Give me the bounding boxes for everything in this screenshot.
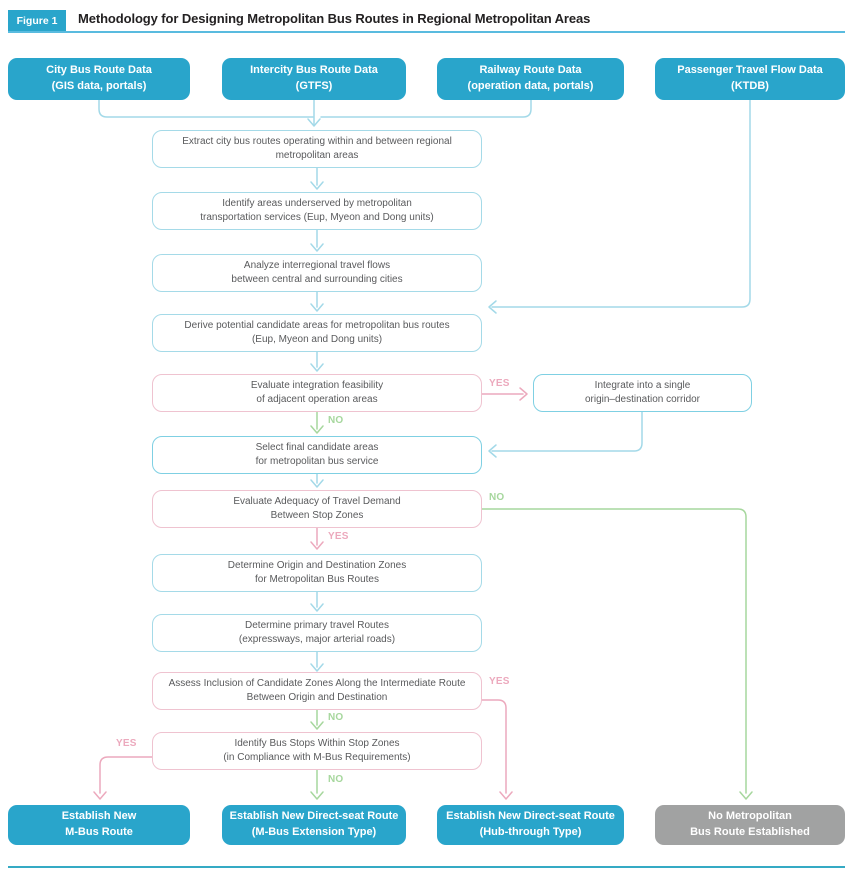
label-yes-integration: YES xyxy=(489,378,510,389)
step-analyze-travel-flows: Analyze interregional travel flows betwe… xyxy=(152,254,482,292)
label-no-demand: NO xyxy=(489,492,505,503)
step-select-final-candidate-areas: Select final candidate areas for metropo… xyxy=(152,436,482,474)
arrow-into-evalintegration xyxy=(310,363,324,372)
source-city-bus-route-data: City Bus Route Data (GIS data, portals) xyxy=(8,58,190,100)
arrow-no-into-extension xyxy=(310,791,324,800)
arrow-no-into-select xyxy=(310,425,324,434)
outcome-no-route-established: No Metropolitan Bus Route Established xyxy=(655,805,845,845)
label-yes-stops: YES xyxy=(116,738,137,749)
label-yes-demand: YES xyxy=(328,531,349,542)
header-rule xyxy=(8,31,845,33)
arrow-yes-into-od xyxy=(310,541,324,550)
figure-title: Methodology for Designing Metropolitan B… xyxy=(78,11,591,26)
label-yes-assess: YES xyxy=(489,676,510,687)
connector-yes-stops-elbow xyxy=(99,756,153,794)
step-integrate-corridor: Integrate into a single origin–destinati… xyxy=(533,374,752,412)
arrow-integrate-into-select xyxy=(488,444,497,458)
connector-integrate-select xyxy=(491,411,643,452)
arrow-into-analyze xyxy=(310,243,324,252)
decision-assess-intermediate-zones: Assess Inclusion of Candidate Zones Alon… xyxy=(152,672,482,710)
footer-rule xyxy=(8,866,845,868)
source-intercity-bus-route-data: Intercity Bus Route Data (GTFS) xyxy=(222,58,406,100)
label-no-integration: NO xyxy=(328,415,344,426)
arrow-no-into-stops xyxy=(310,721,324,730)
arrow-yes-into-hubthrough xyxy=(499,791,513,800)
arrow-into-evaldemand xyxy=(310,479,324,488)
outcome-direct-seat-mbus-extension: Establish New Direct-seat Route (M-Bus E… xyxy=(222,805,406,845)
source-railway-route-data: Railway Route Data (operation data, port… xyxy=(437,58,624,100)
connector-citybus-merge xyxy=(98,99,314,118)
figure-badge: Figure 1 xyxy=(8,10,66,31)
arrow-into-derive xyxy=(310,303,324,312)
arrow-into-assess xyxy=(310,663,324,672)
connector-railway-merge xyxy=(320,99,532,118)
arrow-into-extract xyxy=(307,118,321,127)
arrow-into-identify xyxy=(310,181,324,190)
step-extract-city-bus-routes: Extract city bus routes operating within… xyxy=(152,130,482,168)
decision-evaluate-travel-demand: Evaluate Adequacy of Travel Demand Betwe… xyxy=(152,490,482,528)
outcome-establish-mbus-route: Establish New M-Bus Route xyxy=(8,805,190,845)
arrow-no-into-noroute xyxy=(739,791,753,800)
step-determine-primary-routes: Determine primary travel Routes (express… xyxy=(152,614,482,652)
step-determine-od-zones: Determine Origin and Destination Zones f… xyxy=(152,554,482,592)
arrow-ktdb-into-derive xyxy=(488,300,497,314)
arrow-into-routes xyxy=(310,603,324,612)
decision-identify-bus-stops: Identify Bus Stops Within Stop Zones (in… xyxy=(152,732,482,770)
step-identify-underserved-areas: Identify areas underserved by metropolit… xyxy=(152,192,482,230)
arrow-yes-into-mbus xyxy=(93,791,107,800)
step-derive-candidate-areas: Derive potential candidate areas for met… xyxy=(152,314,482,352)
outcome-direct-seat-hub-through: Establish New Direct-seat Route (Hub-thr… xyxy=(437,805,624,845)
label-no-assess: NO xyxy=(328,712,344,723)
connector-yes-assess-elbow xyxy=(481,699,507,794)
connector-no-demand-elbow xyxy=(481,508,747,794)
connector-ktdb-derive xyxy=(491,99,751,308)
decision-evaluate-integration-feasibility: Evaluate integration feasibility of adja… xyxy=(152,374,482,412)
arrow-yes-into-integrate xyxy=(519,387,528,401)
source-passenger-travel-flow-data: Passenger Travel Flow Data (KTDB) xyxy=(655,58,845,100)
label-no-stops: NO xyxy=(328,774,344,785)
